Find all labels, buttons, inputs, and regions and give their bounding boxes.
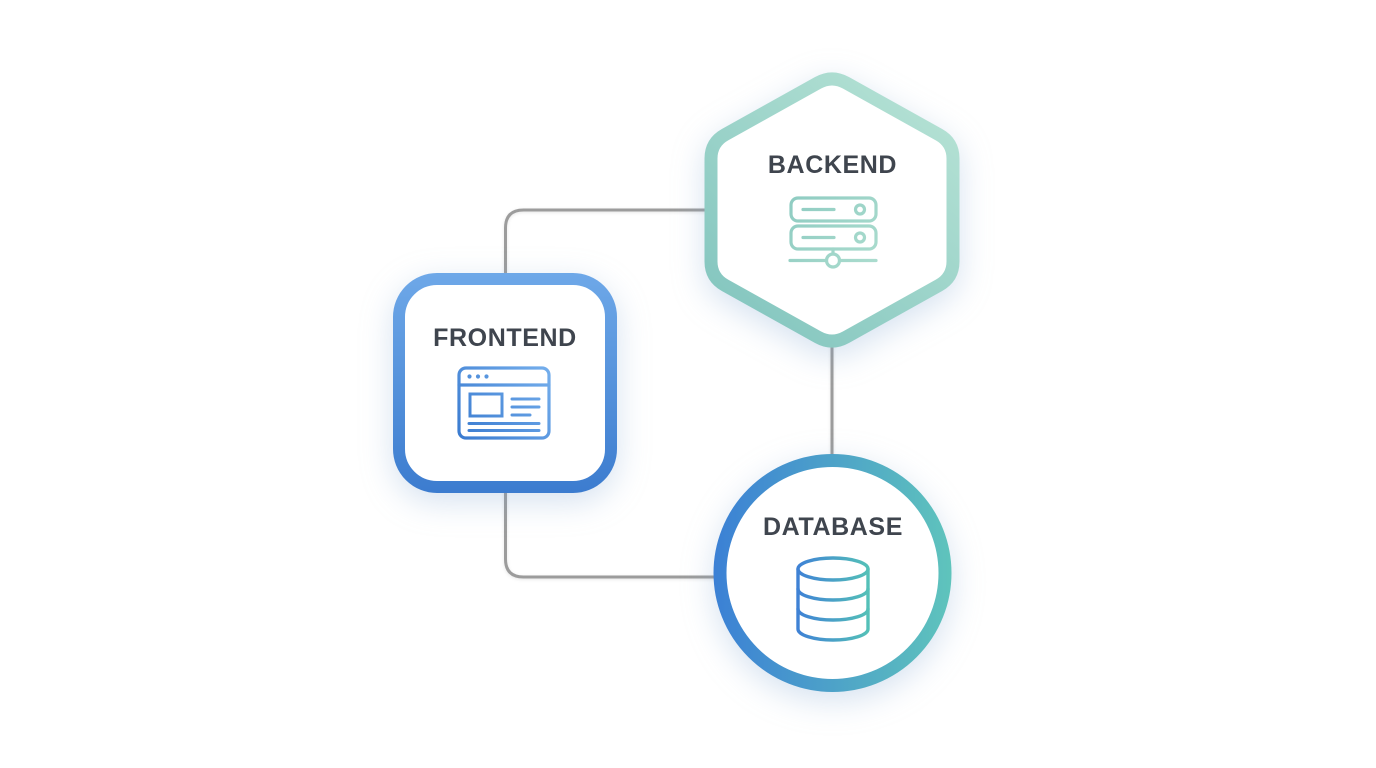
server-rack-icon: [788, 196, 878, 269]
connectors: [504, 208, 834, 579]
frontend-node: [393, 273, 617, 493]
database-label: DATABASE: [763, 513, 903, 541]
backend-node: [704, 72, 960, 348]
frontend-shape: [393, 273, 617, 493]
browser-window-icon: [457, 366, 551, 440]
connector-frontend-database: [504, 490, 716, 579]
backend-label: BACKEND: [767, 151, 898, 179]
database-shape: [713, 454, 952, 692]
database-cylinder-icon: [796, 556, 870, 642]
frontend-label: FRONTEND: [433, 324, 577, 352]
connector-frontend-backend: [504, 208, 708, 276]
database-node: [713, 454, 952, 692]
